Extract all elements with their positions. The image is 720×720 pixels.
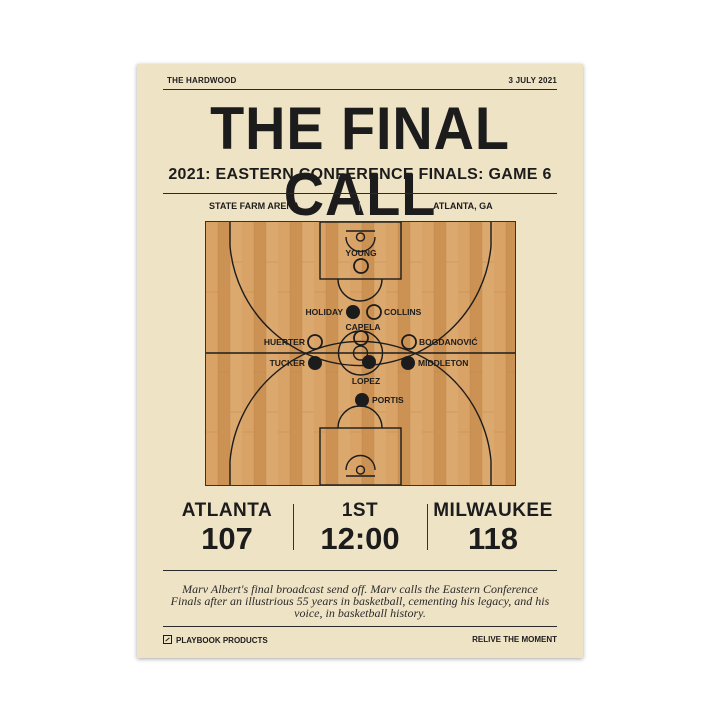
venue-divider (359, 201, 360, 211)
footer-rule (163, 626, 557, 627)
away-team-score: 118 (467, 521, 518, 556)
player-label-young: YOUNG (345, 248, 377, 258)
player-label-lopez: LOPEZ (352, 376, 380, 386)
description-rule (163, 570, 557, 571)
score-divider-right (427, 504, 428, 550)
date-label: 3 JULY 2021 (508, 76, 557, 85)
header-rule (163, 89, 557, 90)
player-label-collins: COLLINS (384, 307, 422, 317)
city-label: ATLANTA, GA (433, 201, 493, 211)
footer-brand-label: PLAYBOOK PRODUCTS (176, 636, 268, 645)
home-team-name: ATLANTA (181, 500, 273, 521)
away-team-name: MILWAUKEE (433, 500, 553, 521)
footer-brand: PLAYBOOK PRODUCTS (163, 635, 268, 645)
player-marker-capela (353, 330, 369, 346)
player-marker-young (353, 258, 369, 274)
player-marker-bogdanovic (401, 334, 417, 350)
subtitle-rule (163, 193, 557, 194)
player-label-portis: PORTIS (372, 395, 404, 405)
score-divider-left (293, 504, 294, 550)
player-marker-middleton (401, 356, 415, 370)
away-score-block: MILWAUKEE 118 (433, 501, 553, 556)
home-team-score: 107 (201, 521, 253, 556)
arena-label: STATE FARM ARENA (209, 201, 300, 211)
poster-title: THE FINAL CALL (210, 95, 510, 228)
publisher-label: THE HARDWOOD (167, 76, 237, 85)
player-marker-portis (355, 393, 369, 407)
player-label-bogdanovic: BOGDANOVIĆ (419, 336, 478, 347)
player-marker-collins (366, 304, 382, 320)
footer-tagline: RELIVE THE MOMENT (472, 635, 557, 644)
playbook-logo-icon (163, 635, 172, 644)
player-marker-holiday (346, 305, 360, 319)
court-diagram: YOUNG HOLIDAY COLLINS CAPELA HUERTER BOG… (206, 222, 515, 485)
player-label-huerter: HUERTER (264, 337, 305, 347)
player-marker-tucker (308, 356, 322, 370)
poster-subtitle: 2021: EASTERN CONFERENCE FINALS: GAME 6 (168, 166, 552, 183)
poster: THE HARDWOOD 3 JULY 2021 THE FINAL CALL … (137, 64, 583, 658)
home-score-block: ATLANTA 107 (167, 501, 287, 556)
game-clock-block: 1ST 12:00 (300, 501, 420, 556)
game-period: 1ST (341, 500, 379, 521)
player-marker-lopez (362, 355, 376, 369)
game-clock: 12:00 (320, 521, 400, 556)
player-label-capela: CAPELA (346, 322, 381, 332)
player-label-middleton: MIDDLETON (418, 358, 468, 368)
player-markers: YOUNG HOLIDAY COLLINS CAPELA HUERTER BOG… (264, 248, 478, 407)
player-label-holiday: HOLIDAY (306, 307, 344, 317)
basketball-court: YOUNG HOLIDAY COLLINS CAPELA HUERTER BOG… (205, 221, 516, 486)
player-marker-huerter (307, 334, 323, 350)
player-label-tucker: TUCKER (270, 358, 305, 368)
description-text: Marv Albert's final broadcast send off. … (170, 582, 550, 620)
